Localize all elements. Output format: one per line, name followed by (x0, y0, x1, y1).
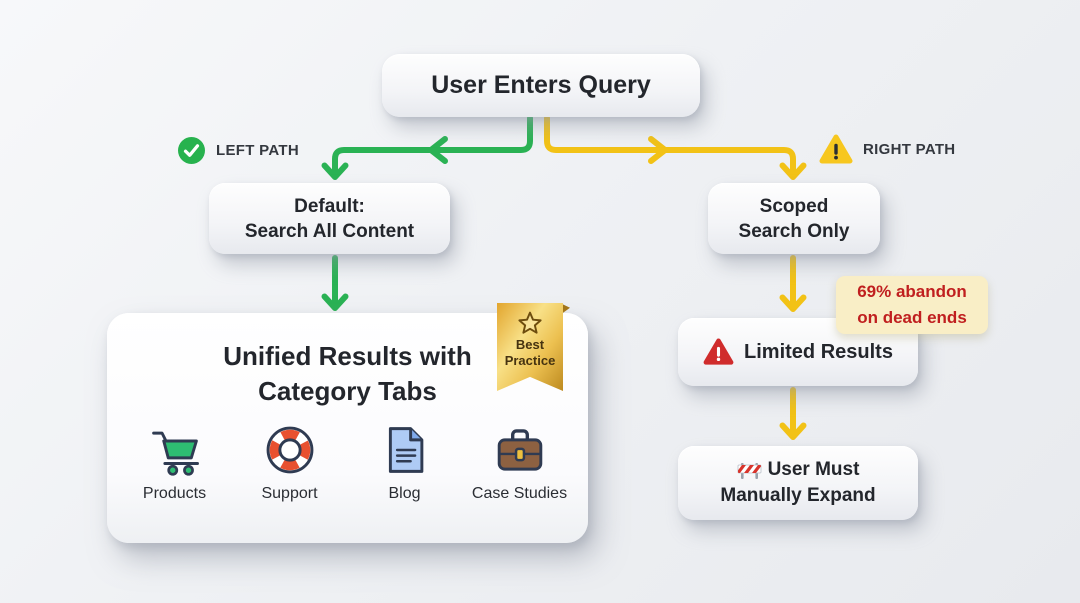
green-card-arrowhead (321, 293, 349, 311)
green-mid-arrowhead (428, 136, 448, 164)
unified-results-title: Unified Results with Category Tabs (107, 339, 588, 409)
node-default-line1: Default: (294, 195, 365, 217)
best-practice-ribbon: Best Practice (497, 303, 563, 391)
node-default-search-all: Default: Search All Content (209, 183, 450, 254)
green-split-line (332, 115, 533, 176)
warning-triangle-icon (819, 134, 853, 164)
left-path-label-text: LEFT PATH (216, 142, 299, 159)
node-limited-results: Limited Results (678, 318, 918, 386)
ribbon-fold (560, 303, 570, 315)
abandon-stat-line2: on dead ends (857, 308, 967, 327)
node-limited-label: Limited Results (744, 340, 893, 363)
document-icon (388, 427, 423, 473)
category-case-studies-label: Case Studies (471, 485, 568, 502)
yellow-mid-arrowhead (648, 136, 668, 164)
briefcase-icon (497, 429, 542, 471)
yellow-split-line (544, 115, 796, 176)
ribbon-text-line1: Best (515, 337, 545, 352)
category-support-label: Support (261, 485, 318, 502)
left-path-label: LEFT PATH (177, 136, 299, 165)
life-ring-icon (266, 426, 313, 474)
category-row: Products Support Blog (117, 423, 577, 503)
node-expand-line1: User Must (767, 459, 860, 480)
category-support: Support (232, 423, 347, 503)
yellow-expand-arrowhead (779, 422, 807, 440)
node-scoped-search-only: Scoped Search Only (708, 183, 880, 254)
unified-results-title-line2: Category Tabs (258, 376, 437, 406)
unified-results-title-line1: Unified Results with (223, 341, 472, 371)
star-icon (518, 311, 542, 334)
node-user-enters-query-label: User Enters Query (431, 71, 651, 99)
node-user-must-expand: User Must Manually Expand (678, 446, 918, 520)
alert-triangle-icon (703, 338, 734, 365)
category-case-studies: Case Studies (462, 423, 577, 503)
node-scoped-line1: Scoped (759, 195, 829, 217)
check-circle-icon (178, 137, 205, 164)
abandon-stat-line1: 69% abandon (857, 282, 967, 301)
node-expand-line2: Manually Expand (720, 485, 876, 506)
node-scoped-line2: Search Only (738, 220, 850, 242)
category-products-label: Products (142, 485, 207, 502)
ribbon-text-line2: Practice (504, 353, 556, 368)
abandon-stat-annotation: 69% abandon on dead ends (836, 276, 988, 334)
yellow-down-arrowhead (779, 162, 807, 180)
node-user-enters-query: User Enters Query (382, 54, 700, 117)
category-products: Products (117, 423, 232, 503)
category-blog-label: Blog (388, 485, 421, 502)
category-blog: Blog (347, 423, 462, 503)
right-path-label: RIGHT PATH (819, 134, 955, 165)
node-default-line2: Search All Content (244, 220, 415, 242)
barrier-icon (737, 463, 761, 479)
yellow-limited-arrowhead (779, 294, 807, 312)
cart-icon (151, 431, 199, 476)
green-down-arrowhead (321, 162, 349, 180)
right-path-label-text: RIGHT PATH (863, 141, 956, 158)
unified-results-card: Best Practice Unified Results with Categ… (107, 303, 588, 543)
